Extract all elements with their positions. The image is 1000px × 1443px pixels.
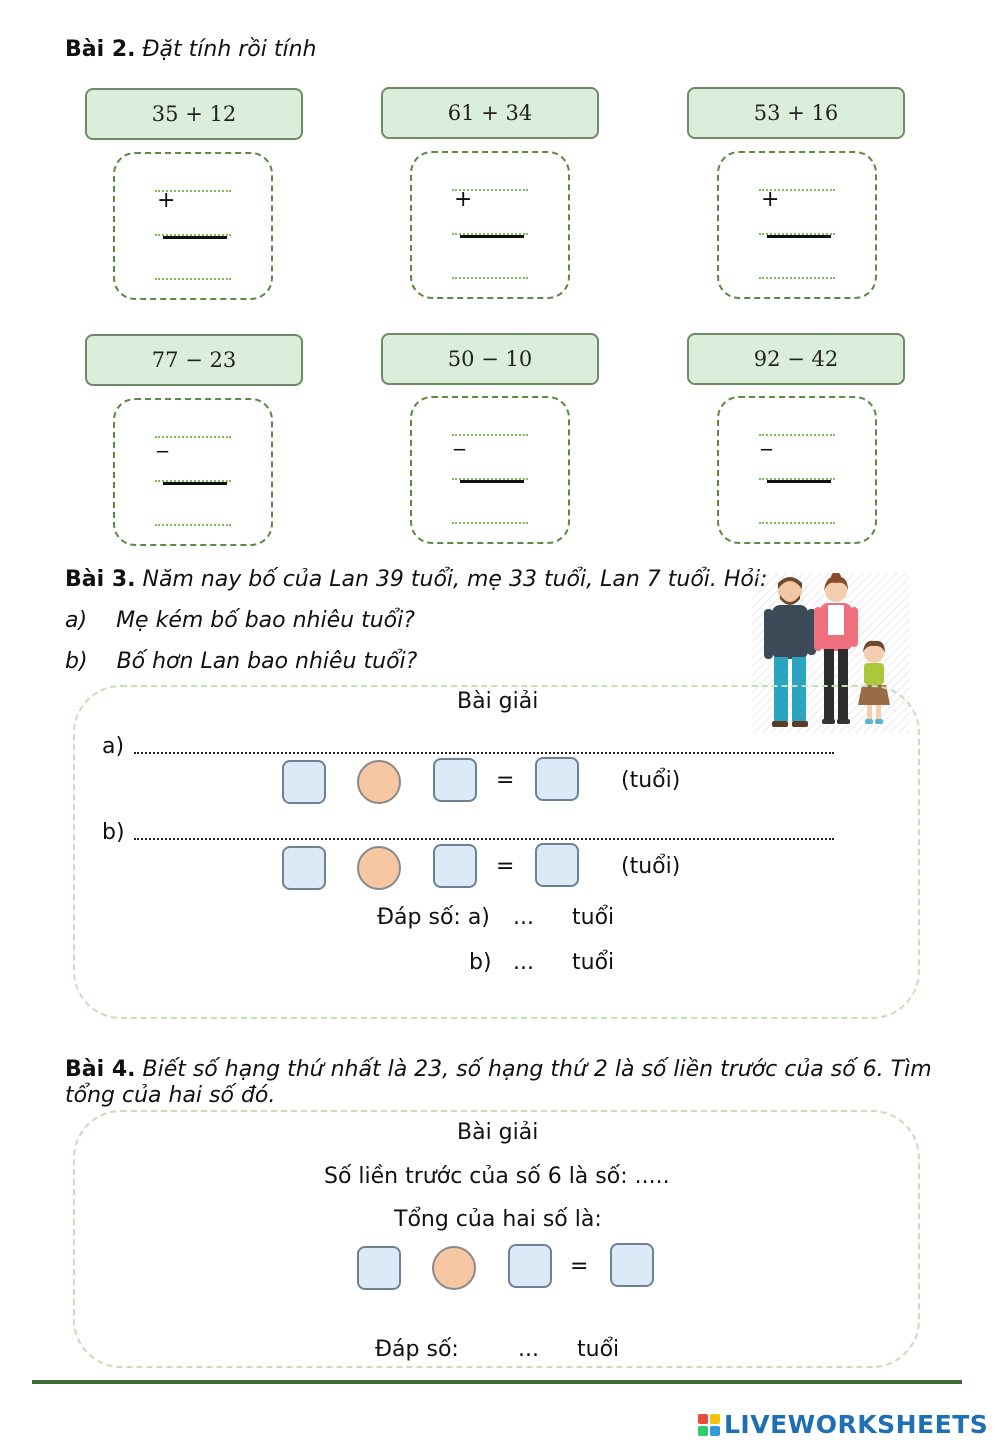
calculation-area[interactable]: _ xyxy=(410,396,570,544)
logo-icon xyxy=(698,1413,720,1436)
bai4-answer-label: Đáp số: xyxy=(375,1337,459,1362)
bai3-label: Bài 3. xyxy=(65,567,136,592)
liveworksheets-logo: LIVEWORKSHEETS xyxy=(698,1410,988,1439)
answer-slot[interactable] xyxy=(155,436,231,438)
answer-slot[interactable] xyxy=(452,233,528,235)
expression-box: 53 + 16 xyxy=(687,87,905,139)
unit-label: (tuổi) xyxy=(621,854,681,879)
answer-slot[interactable] xyxy=(759,522,835,524)
number-input[interactable] xyxy=(508,1244,552,1288)
expression-box: 61 + 34 xyxy=(381,87,599,139)
number-input[interactable] xyxy=(282,760,326,804)
answer-slot[interactable] xyxy=(452,189,528,191)
answer-slot[interactable] xyxy=(155,524,231,526)
minus-sign: _ xyxy=(157,428,168,453)
minus-sign: _ xyxy=(761,426,772,451)
part-a-label: a) xyxy=(102,734,125,759)
bai3-problem: Năm nay bố của Lan 39 tuổi, mẹ 33 tuổi, … xyxy=(142,567,768,592)
answer-slot[interactable] xyxy=(452,522,528,524)
expression-box: 35 + 12 xyxy=(85,88,303,140)
bai3-solution-panel xyxy=(73,685,920,1019)
answer-slot[interactable] xyxy=(155,190,231,192)
logo-text: LIVEWORKSHEETS xyxy=(724,1410,989,1439)
equals-sign: = xyxy=(496,768,515,793)
family-image xyxy=(752,572,910,733)
predecessor-line[interactable]: Số liền trước của số 6 là số: ..... xyxy=(324,1164,670,1189)
result-input[interactable] xyxy=(610,1243,654,1287)
number-input[interactable] xyxy=(357,1246,401,1290)
answer-slot[interactable] xyxy=(759,189,835,191)
answer-slot[interactable] xyxy=(155,480,231,482)
bai4-solution-panel xyxy=(73,1110,920,1368)
age-word: tuổi xyxy=(572,905,615,930)
family-illustration xyxy=(752,572,910,733)
answer-slot[interactable] xyxy=(759,233,835,235)
bai3-solution-title: Bài giải xyxy=(457,689,539,714)
number-input[interactable] xyxy=(433,844,477,888)
unit-label: (tuổi) xyxy=(621,768,681,793)
operator-input[interactable] xyxy=(357,846,401,890)
answer-label-a: Đáp số: a) xyxy=(377,905,490,930)
number-input[interactable] xyxy=(433,758,477,802)
result-line xyxy=(460,235,524,238)
number-input[interactable] xyxy=(282,846,326,890)
calculation-area[interactable]: + xyxy=(113,152,273,300)
result-input[interactable] xyxy=(535,843,579,887)
equals-sign: = xyxy=(496,854,515,879)
age-word: tuổi xyxy=(577,1337,620,1362)
calculation-area[interactable]: + xyxy=(410,151,570,299)
result-line xyxy=(767,480,831,483)
expression-box: 50 − 10 xyxy=(381,333,599,385)
answer-slot[interactable] xyxy=(155,278,231,280)
plus-sign: + xyxy=(157,188,176,213)
answer-line-b[interactable] xyxy=(134,838,834,840)
bai3-question-b: b) Bố hơn Lan bao nhiêu tuổi? xyxy=(65,649,418,674)
calculation-area[interactable]: _ xyxy=(113,398,273,546)
calculation-area[interactable]: _ xyxy=(717,396,877,544)
equals-sign: = xyxy=(570,1254,589,1279)
answer-line-a[interactable] xyxy=(134,752,834,754)
result-input[interactable] xyxy=(535,757,579,801)
bai4-heading: Bài 4. Biết số hạng thứ nhất là 23, số h… xyxy=(65,1056,932,1084)
expression-box: 92 − 42 xyxy=(687,333,905,385)
plus-sign: + xyxy=(454,187,473,212)
result-line xyxy=(163,236,227,239)
bai4-problem-line2: tổng của hai số đó. xyxy=(65,1083,276,1108)
answer-slot[interactable] xyxy=(452,478,528,480)
sum-line: Tổng của hai số là: xyxy=(394,1207,602,1232)
minus-sign: _ xyxy=(454,426,465,451)
answer-slot[interactable] xyxy=(759,478,835,480)
bai3-question-a: a) Mẹ kém bố bao nhiêu tuổi? xyxy=(65,608,415,633)
answer-a-input[interactable]: ... xyxy=(513,905,534,930)
footer-rule xyxy=(32,1380,962,1384)
bai4-answer-input[interactable]: ... xyxy=(518,1337,539,1362)
answer-label-b: b) xyxy=(469,950,492,975)
bai2-heading: Bài 2. Đặt tính rồi tính xyxy=(65,36,317,64)
answer-slot[interactable] xyxy=(759,434,835,436)
answer-slot[interactable] xyxy=(155,234,231,236)
bai4-solution-title: Bài giải xyxy=(457,1120,539,1145)
bai4-label: Bài 4. xyxy=(65,1057,136,1082)
bai2-label: Bài 2. xyxy=(65,37,136,62)
part-b-label: b) xyxy=(102,820,125,845)
calculation-area[interactable]: + xyxy=(717,151,877,299)
result-line xyxy=(163,482,227,485)
age-word: tuổi xyxy=(572,950,615,975)
bai3-heading: Bài 3. Năm nay bố của Lan 39 tuổi, mẹ 33… xyxy=(65,566,767,594)
bai4-problem-line1: Biết số hạng thứ nhất là 23, số hạng thứ… xyxy=(142,1057,932,1082)
operator-input[interactable] xyxy=(432,1246,476,1290)
result-line xyxy=(767,235,831,238)
bai2-instruction: Đặt tính rồi tính xyxy=(142,37,317,62)
result-line xyxy=(460,480,524,483)
answer-slot[interactable] xyxy=(759,277,835,279)
answer-slot[interactable] xyxy=(452,277,528,279)
plus-sign: + xyxy=(761,187,780,212)
operator-input[interactable] xyxy=(357,760,401,804)
answer-slot[interactable] xyxy=(452,434,528,436)
answer-b-input[interactable]: ... xyxy=(513,950,534,975)
expression-box: 77 − 23 xyxy=(85,334,303,386)
